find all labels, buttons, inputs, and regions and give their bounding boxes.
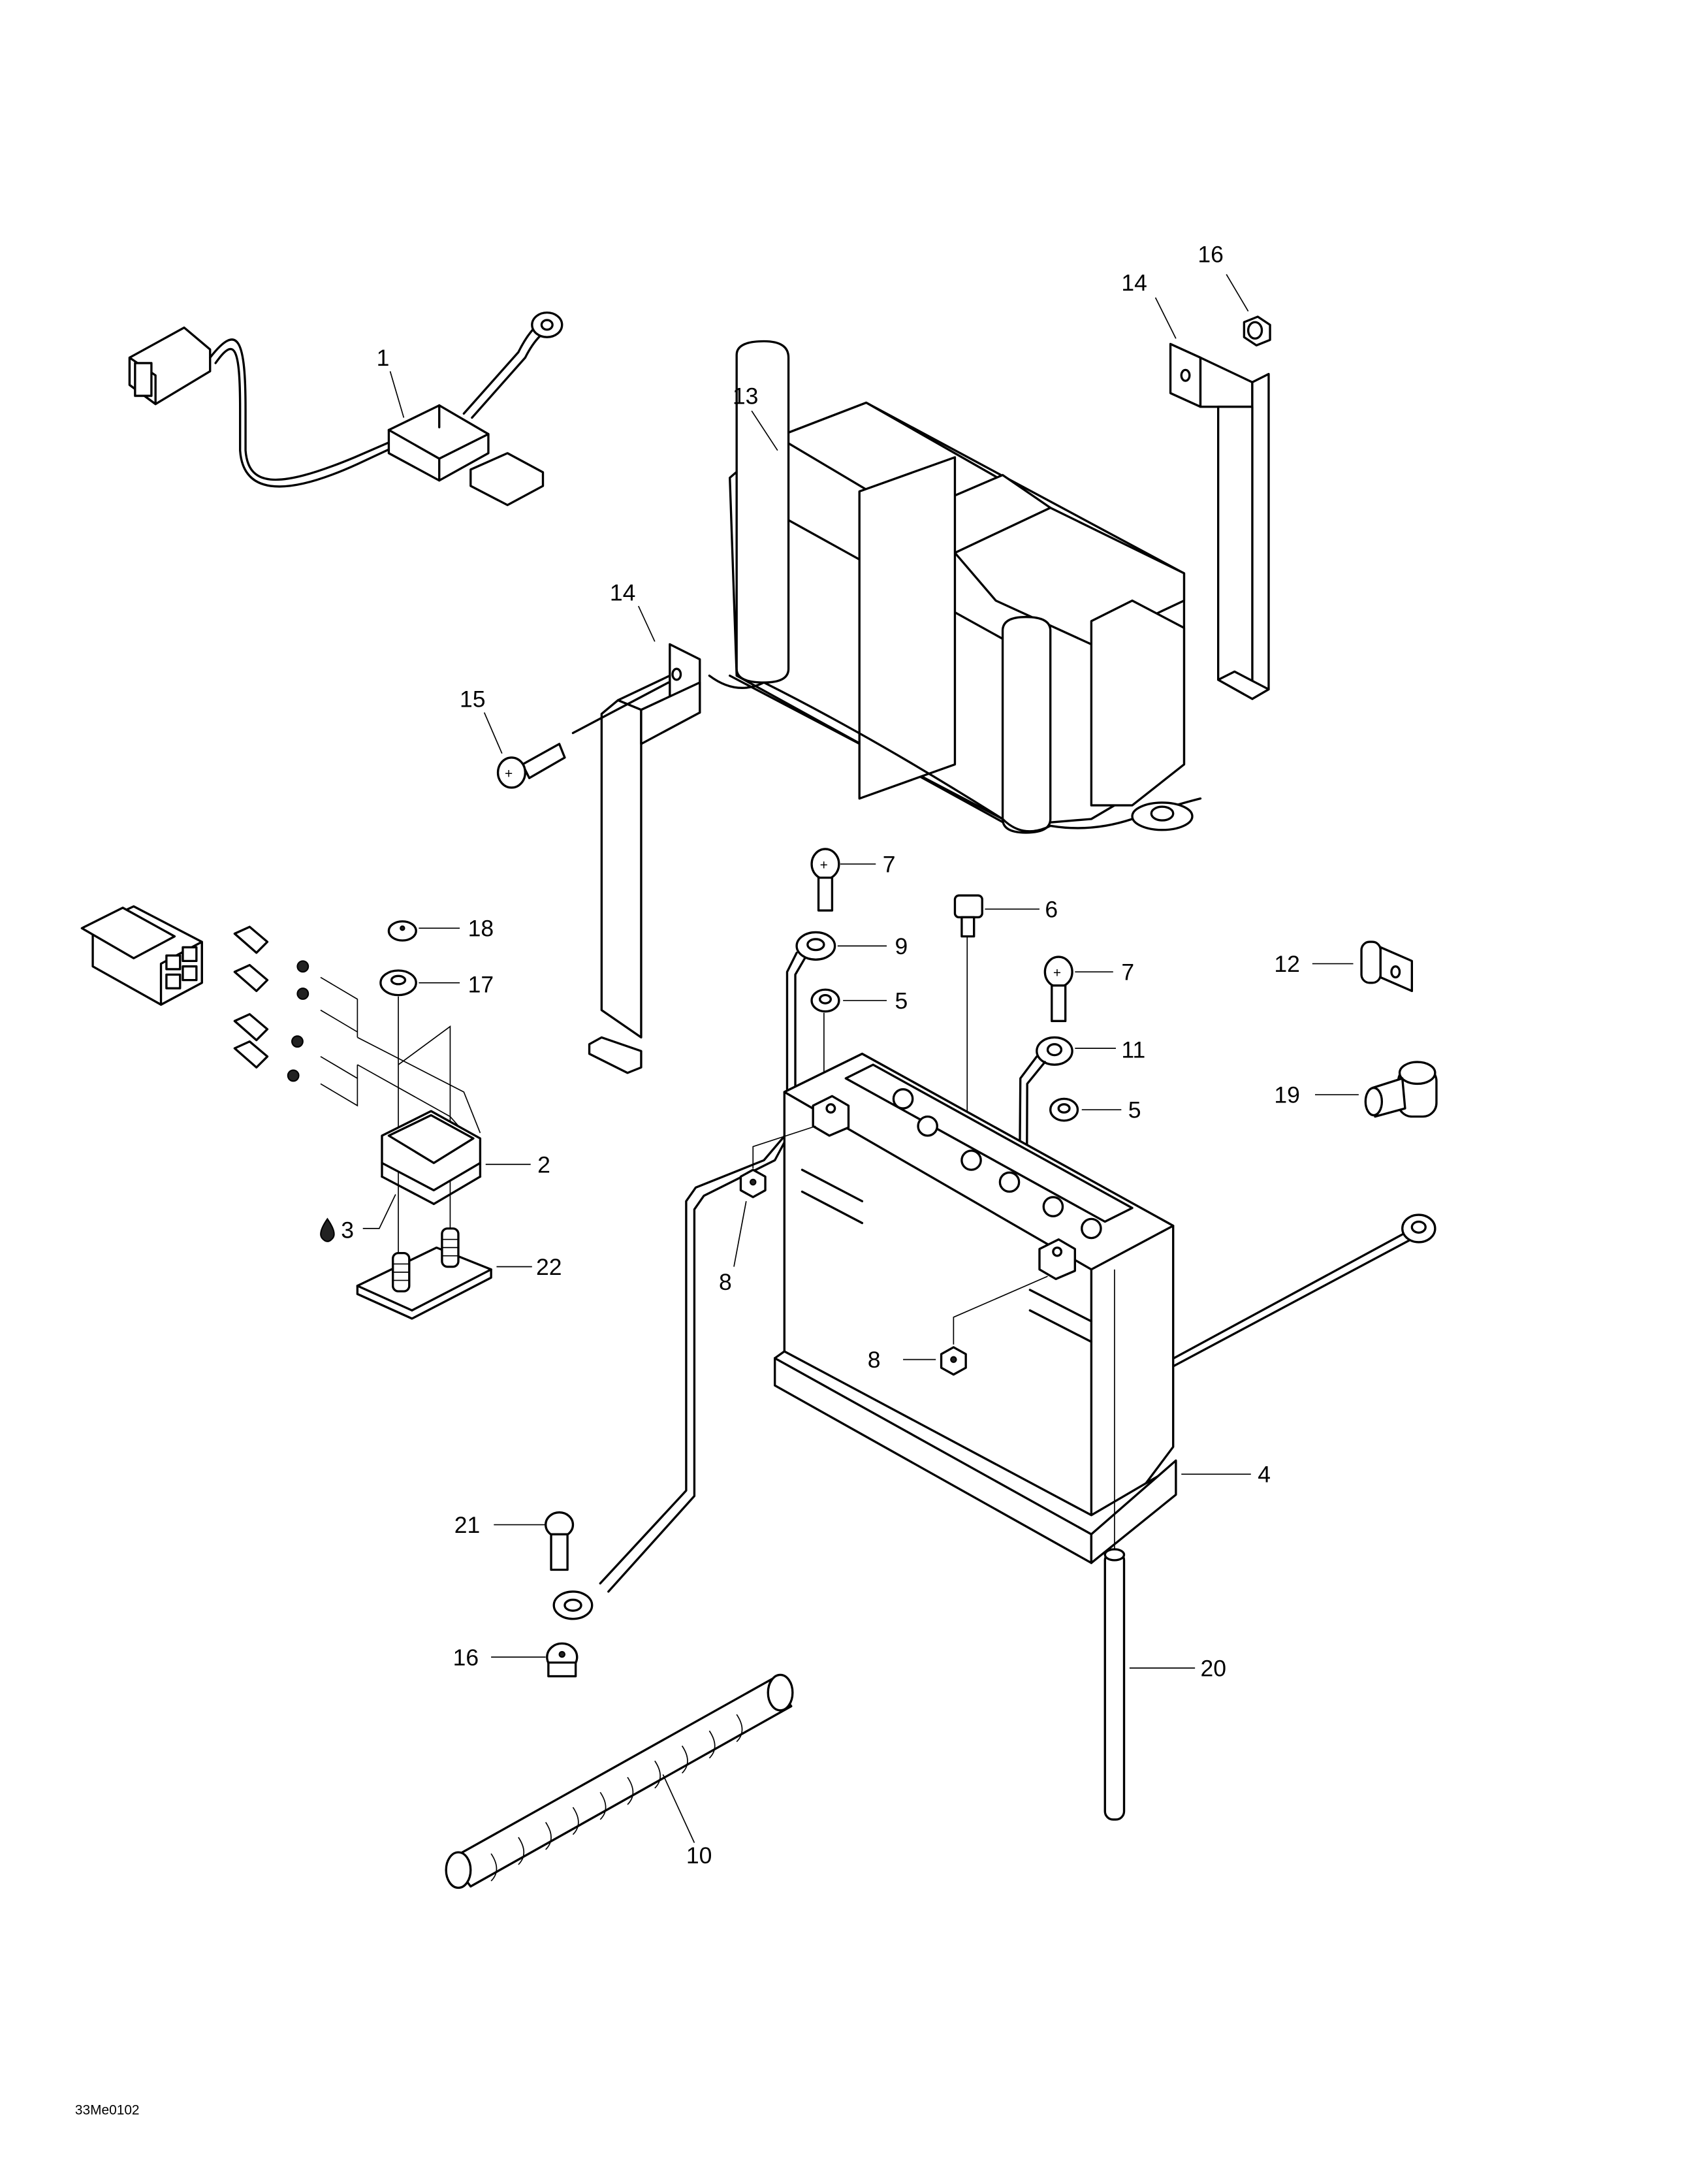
callout-14-right: 14 [1121,270,1147,296]
cable-clip [1360,940,1414,993]
nut-18 [387,920,417,942]
leader-line [1154,297,1177,339]
cover-tab [1131,801,1194,831]
callout-21: 21 [454,1512,481,1538]
leader-line [483,712,503,754]
callout-22: 22 [536,1254,562,1280]
callout-4: 4 [1258,1462,1271,1488]
negative-cable [552,931,836,1620]
callout-2: 2 [537,1151,550,1178]
terminal [233,1013,269,1042]
callout-10: 10 [686,1842,712,1869]
callout-17: 17 [468,971,494,997]
leader-line [1226,274,1249,312]
leader-line [662,1774,695,1843]
callout-18: 18 [468,916,494,942]
nut-8-left [739,1168,767,1198]
callout-19: 19 [1274,1082,1300,1108]
terminal [233,1040,269,1069]
washer-17 [379,969,417,997]
fuse-block [387,404,490,482]
battery-strap-bracket-left [588,643,701,1074]
callout-5-left: 5 [895,988,908,1014]
callout-8-right: 8 [868,1347,881,1373]
assembly-line [752,1125,816,1169]
vent-screw-6 [953,894,983,938]
reference-code: 33Me0102 [75,2102,140,2117]
battery-strap-bracket-right [1169,343,1270,700]
callout-7-upper: 7 [883,852,896,878]
leader-line [733,1201,747,1267]
regulator-rectifier [381,1110,482,1206]
battery-cover [708,340,1202,834]
callout-9: 9 [895,933,908,959]
callout-1: 1 [377,345,390,371]
callout-20: 20 [1201,1656,1227,1682]
bolt-21 [545,1511,575,1571]
callout-14-left: 14 [610,580,636,606]
callout-6: 6 [1045,896,1058,922]
callout-12: 12 [1274,951,1300,977]
wiring-leads [320,976,481,1140]
battery [774,1052,1177,1564]
screw-7-right: + [1043,956,1073,1022]
leader-line [751,410,778,451]
phillips-icon: + [1053,965,1061,980]
assembly-line [953,1276,1048,1345]
screw-7-upper: + [810,848,840,912]
callout-15: 15 [460,686,486,713]
regulator-connector [80,905,203,1006]
callout-13: 13 [733,383,759,410]
callout-16-top: 16 [1198,241,1224,267]
leader-line [389,371,405,418]
vent-tube [1103,1548,1126,1821]
terminal-boot [1364,1061,1438,1118]
terminal-positive [1038,1238,1076,1281]
callout-3: 3 [341,1217,354,1244]
callout-8-left: 8 [719,1269,732,1295]
callout-5-right: 5 [1128,1097,1141,1123]
phillips-icon: + [505,766,513,781]
screw-15: + [496,681,670,789]
spiral-sleeve [445,1673,794,1889]
fuse-holder-harness [128,311,563,506]
vent-caps [892,1088,1102,1240]
drop-icon [320,1217,335,1242]
washer-5-left [810,988,840,1013]
terminal-negative [812,1095,850,1137]
phillips-icon: + [820,858,828,873]
terminal [233,963,269,993]
stud [441,1227,460,1268]
washer-5-right [1049,1097,1079,1122]
callout-7-right: 7 [1121,959,1134,986]
wire-seals [287,960,309,1082]
leader-line [637,605,656,642]
nut-8-right [940,1346,967,1376]
connector-housing [128,326,212,406]
nut-16-top [1243,315,1271,347]
fuse [469,452,545,506]
callout-11: 11 [1121,1037,1145,1063]
nut-16-lower [546,1642,579,1678]
ring-terminal [531,311,563,338]
mounting-plate [356,1227,492,1320]
leader-line [362,1194,396,1229]
terminal [233,925,269,954]
stud [392,1251,411,1293]
callout-16-lower: 16 [453,1645,479,1671]
crimp-terminals [233,925,269,1069]
